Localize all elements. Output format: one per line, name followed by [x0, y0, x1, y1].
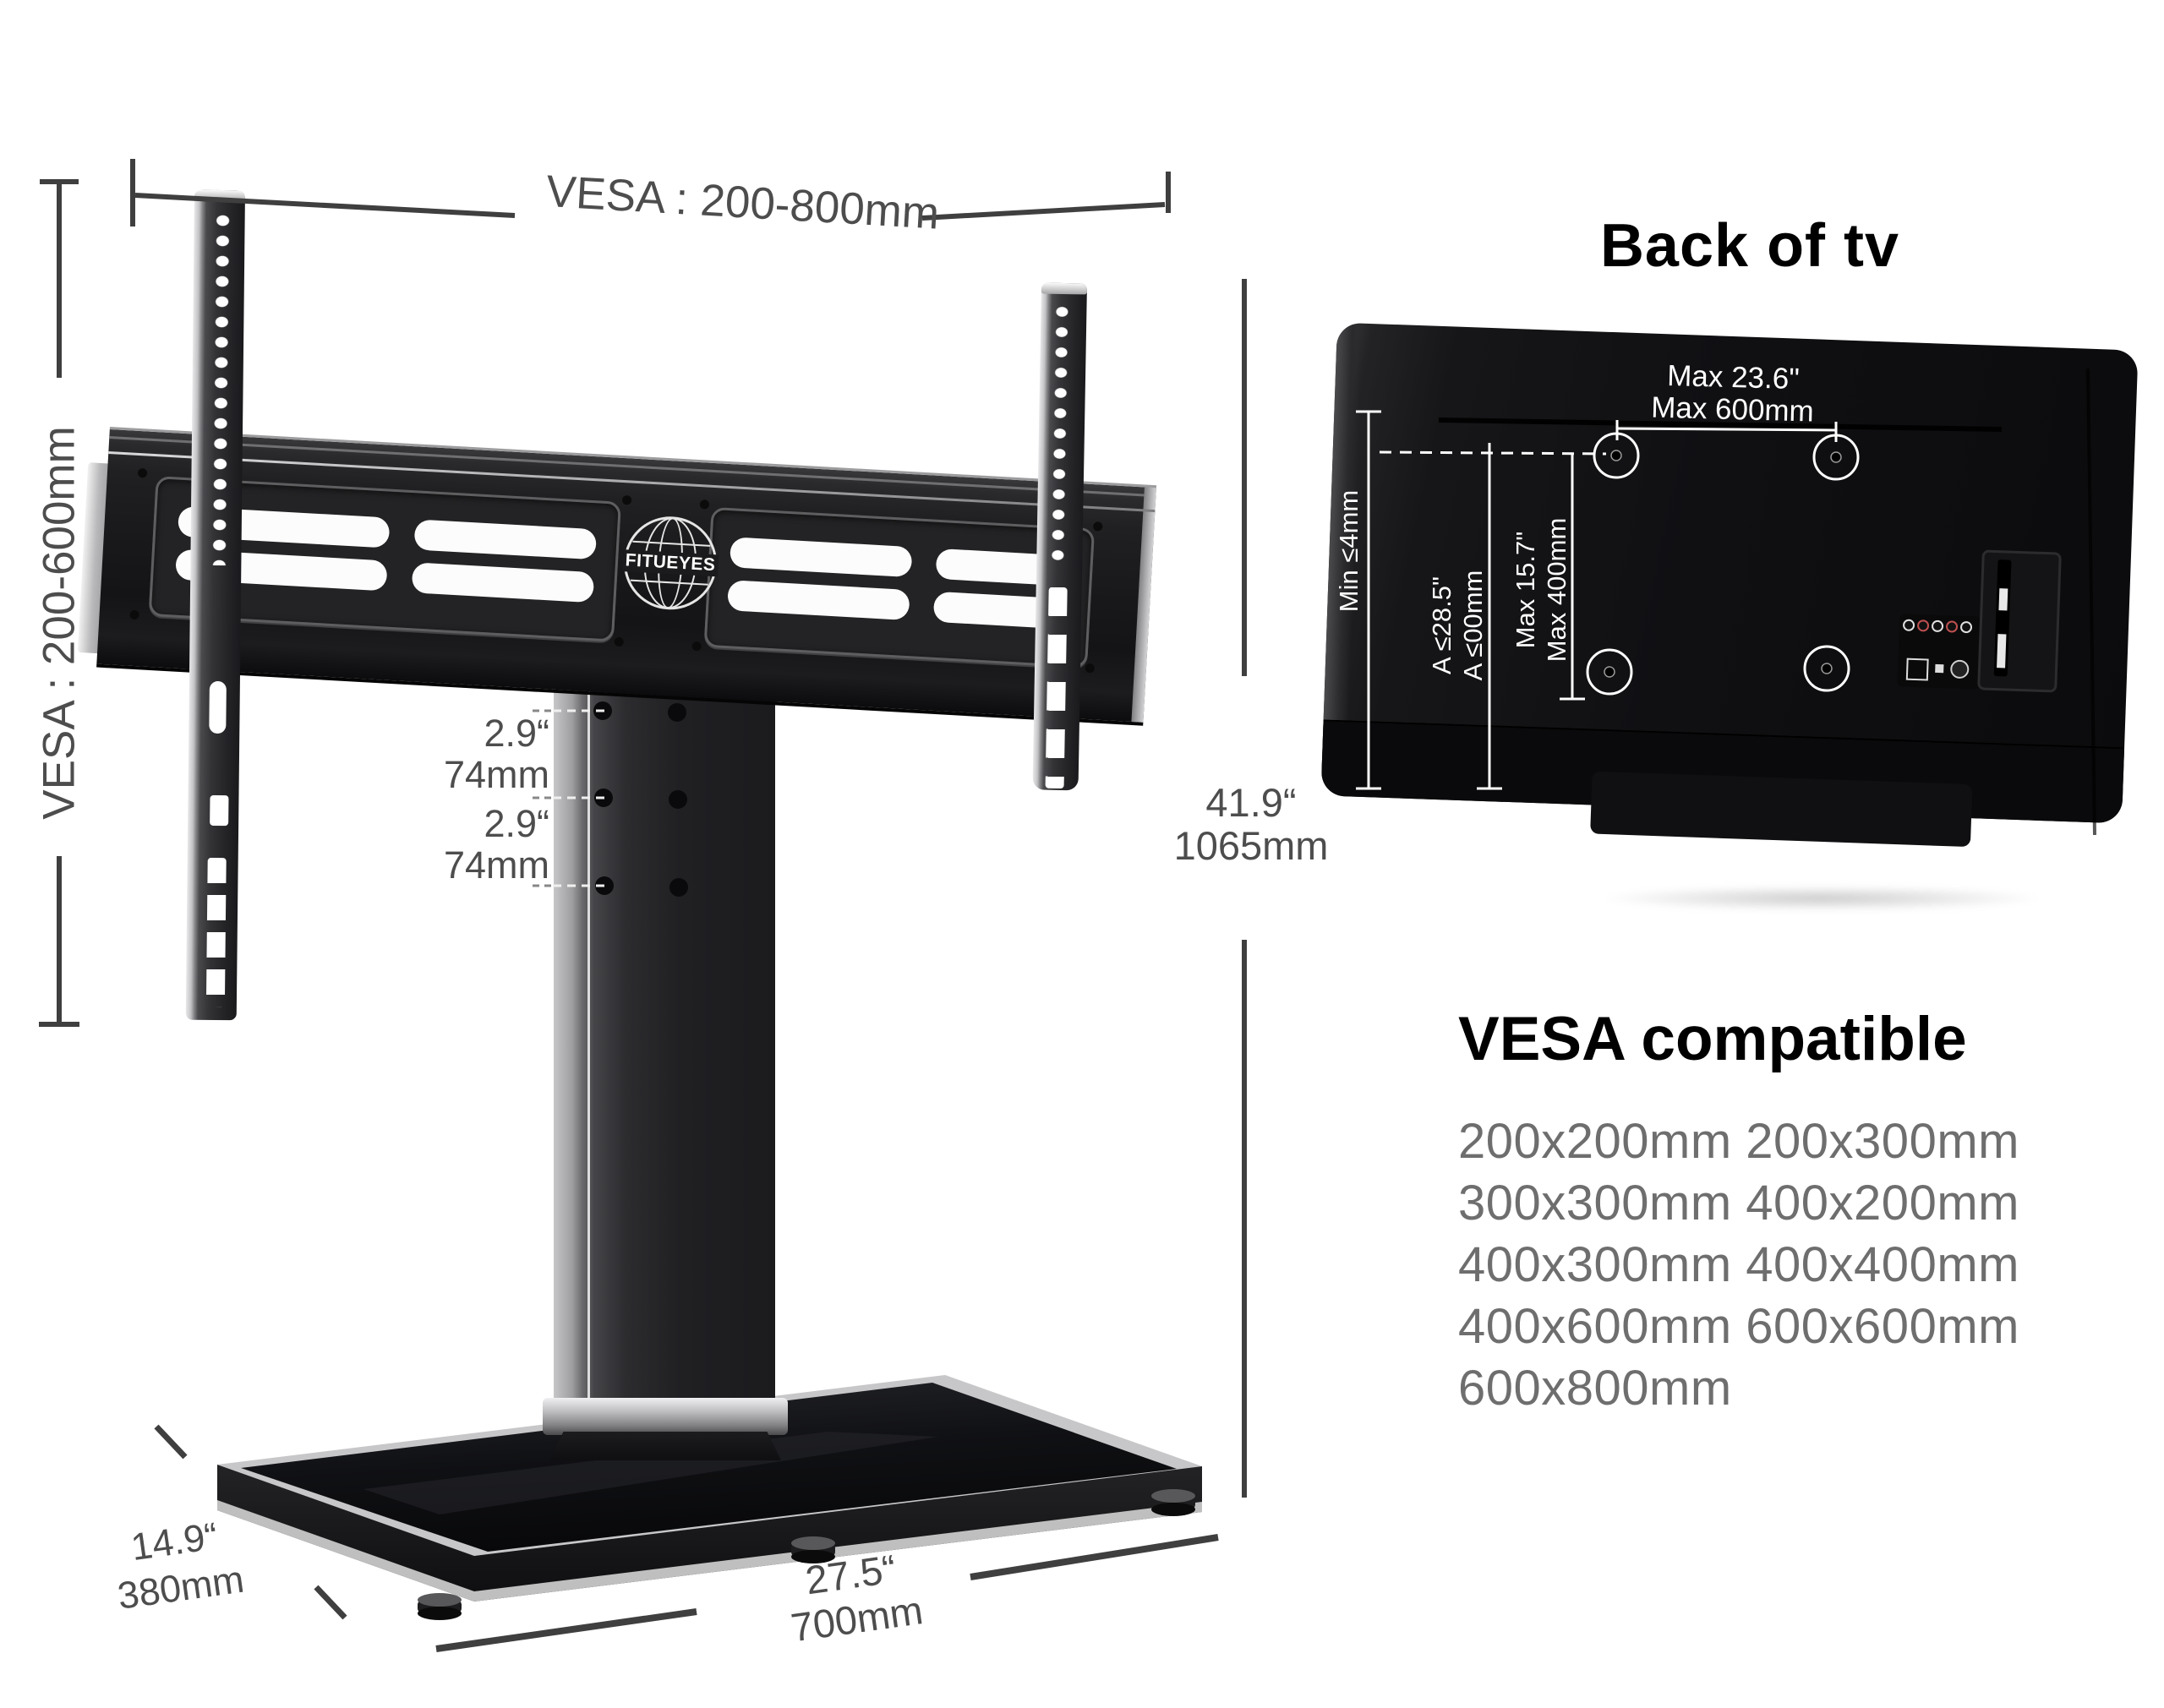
- crossbar-right-endcap: [1131, 487, 1156, 723]
- right-vesa-bracket: [1032, 282, 1087, 791]
- dim-mm: 1065mm: [1173, 823, 1329, 868]
- base-foot: [1151, 1489, 1195, 1516]
- stand-column: [554, 641, 775, 1405]
- coax-port-icon: [1949, 659, 1970, 679]
- vesa-slot: [727, 580, 910, 621]
- dim-label-hole-gap-1: 2.9“ 74mm: [338, 712, 549, 795]
- tv-max-height-label: Max 15.7" Max 400mm: [1510, 518, 1572, 663]
- bracket-hole-column: [210, 210, 232, 566]
- vesa-slot: [729, 537, 913, 578]
- vesa-size-list: 200x200mm 200x300mm 300x300mm 400x200mm …: [1458, 1110, 2019, 1419]
- tv-section-title: Back of tv: [1599, 212, 1900, 280]
- left-vesa-bracket: [185, 189, 245, 1021]
- rca-port-icon: [1945, 620, 1959, 633]
- tv-a-limit-label: A ≤28.5" A ≤00mm: [1426, 570, 1489, 681]
- card-slot-icon: [1993, 559, 2012, 677]
- vesa-size-row: 400x600mm 600x600mm: [1458, 1299, 2019, 1354]
- vesa-compatible-heading: VESA compatible: [1458, 1005, 1967, 1073]
- rca-port-icon: [1902, 619, 1915, 631]
- port-icon: [1935, 663, 1944, 674]
- vesa-size-row: 400x300mm 400x400mm: [1458, 1237, 2019, 1292]
- column-height-adjust-holes: [593, 701, 612, 720]
- vesa-slot-group: [726, 524, 914, 642]
- tv-shadow: [1598, 886, 2046, 911]
- dim-mm: 74mm: [443, 843, 549, 887]
- dim-label-vesa-width: VESA : 200-800mm: [544, 166, 941, 239]
- dim-inches: 2.9“: [484, 802, 549, 845]
- dim-label-base-depth: 14.9“ 380mm: [74, 1505, 280, 1624]
- tv-edge-note: Min ≤4mm: [1334, 489, 1363, 613]
- tv-max-width-label: Max 23.6" Max 600mm: [1605, 358, 1861, 429]
- dim-mm: Max 400mm: [1542, 517, 1571, 663]
- tv-mount-bar: [1590, 771, 1973, 848]
- fitueyes-globe-icon: FITUEYES: [621, 514, 720, 613]
- column-base-flare: [549, 1432, 781, 1460]
- bracket-slot-column: [205, 857, 227, 1007]
- tv-ports-panel: [1897, 614, 1981, 690]
- rca-port-icon: [1931, 619, 1944, 633]
- column-base-collar: [543, 1398, 788, 1435]
- brand-logo-text: FITUEYES: [622, 549, 719, 577]
- bracket-slot: [209, 680, 227, 734]
- bracket-slot-column: [1045, 587, 1068, 789]
- crossbar: FITUEYES: [96, 427, 1157, 726]
- dim-label-hole-gap-2: 2.9“ 74mm: [338, 803, 549, 886]
- vesa-size-row: 600x800mm: [1458, 1361, 1732, 1416]
- vesa-size-row: 300x300mm 400x200mm: [1458, 1176, 2019, 1231]
- dim-mm: Max 600mm: [1650, 390, 1815, 428]
- bracket-hole-column: [1049, 301, 1071, 566]
- tv-side-connector-panel: [1977, 549, 2062, 693]
- rca-port-icon: [1916, 619, 1930, 632]
- dim-mm: A ≤00mm: [1458, 570, 1488, 681]
- dim-mm: 74mm: [443, 753, 549, 796]
- dim-inches: A ≤28.5": [1427, 576, 1456, 674]
- vesa-slot-group: [410, 506, 598, 625]
- dim-inches: 2.9“: [484, 712, 549, 755]
- dim-label-stand-height: 41.9“ 1065mm: [1145, 781, 1357, 867]
- ethernet-port-icon: [1905, 658, 1929, 681]
- vesa-size-row: 200x200mm 200x300mm: [1458, 1114, 2019, 1169]
- panel-screws: [137, 467, 148, 478]
- base-foot: [418, 1593, 462, 1620]
- vesa-slot: [411, 562, 595, 603]
- bracket-square-hole: [210, 794, 229, 827]
- dim-inches: 41.9“: [1205, 780, 1297, 825]
- rca-port-icon: [1959, 620, 1973, 634]
- dim-inches: Max 15.7": [1511, 531, 1540, 649]
- vesa-slot: [413, 519, 598, 560]
- dim-label-base-width: 27.5“ 700mm: [739, 1536, 969, 1656]
- dim-label-vesa-height: VESA : 200-600mm: [34, 426, 85, 820]
